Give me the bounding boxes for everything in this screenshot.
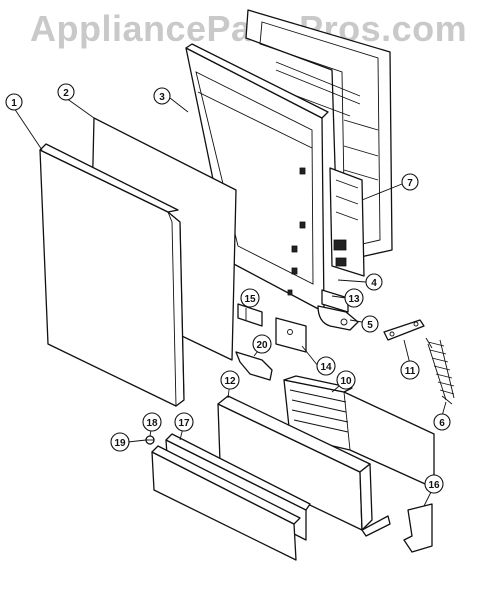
part-12-lower-panel bbox=[217, 395, 391, 537]
callout-10: 10 bbox=[336, 370, 356, 390]
callout-6: 6 bbox=[433, 413, 451, 431]
part-5-hinge-arm bbox=[317, 305, 359, 331]
part-17-front-plate bbox=[151, 445, 301, 561]
callout-14: 14 bbox=[316, 356, 336, 376]
callout-17: 17 bbox=[174, 412, 194, 432]
svg-text:11: 11 bbox=[405, 366, 416, 377]
callout-3: 3 bbox=[153, 87, 171, 105]
callout-5: 5 bbox=[361, 315, 379, 333]
part-1-outer-door-panel bbox=[39, 143, 185, 407]
part-16-bracket bbox=[403, 503, 433, 553]
svg-text:4: 4 bbox=[371, 278, 377, 289]
svg-text:17: 17 bbox=[178, 418, 190, 429]
callout-2: 2 bbox=[57, 83, 75, 101]
svg-text:1: 1 bbox=[11, 98, 17, 109]
callout-13: 13 bbox=[344, 288, 364, 308]
svg-text:13: 13 bbox=[348, 294, 360, 305]
svg-text:15: 15 bbox=[244, 294, 256, 305]
callout-16: 16 bbox=[424, 474, 444, 494]
part-11-link bbox=[383, 319, 425, 341]
svg-text:2: 2 bbox=[63, 88, 69, 99]
svg-text:6: 6 bbox=[439, 418, 445, 429]
callout-7: 7 bbox=[401, 173, 419, 191]
part-20-clip bbox=[235, 351, 273, 381]
svg-text:12: 12 bbox=[224, 376, 236, 387]
svg-text:10: 10 bbox=[340, 376, 352, 387]
svg-text:16: 16 bbox=[428, 480, 440, 491]
svg-text:14: 14 bbox=[320, 362, 332, 373]
part-7-side-assembly bbox=[329, 167, 365, 277]
svg-text:7: 7 bbox=[407, 178, 413, 189]
part-6-spring bbox=[425, 337, 455, 405]
part-19-screw bbox=[145, 435, 155, 445]
svg-text:3: 3 bbox=[159, 92, 165, 103]
callout-4: 4 bbox=[365, 273, 383, 291]
part-15-bracket bbox=[237, 303, 263, 327]
svg-text:5: 5 bbox=[367, 320, 373, 331]
part-14-plate bbox=[275, 317, 307, 353]
callout-19: 19 bbox=[110, 432, 130, 452]
callout-18: 18 bbox=[142, 412, 162, 432]
callout-15: 15 bbox=[240, 288, 260, 308]
leader-lines bbox=[13, 97, 447, 507]
callout-12: 12 bbox=[220, 370, 240, 390]
callout-11: 11 bbox=[400, 360, 420, 380]
callout-20: 20 bbox=[252, 334, 272, 354]
svg-text:20: 20 bbox=[256, 340, 268, 351]
svg-text:18: 18 bbox=[146, 418, 158, 429]
part-13-hinge bbox=[321, 289, 349, 313]
callout-1: 1 bbox=[5, 93, 23, 111]
svg-text:19: 19 bbox=[114, 438, 126, 449]
